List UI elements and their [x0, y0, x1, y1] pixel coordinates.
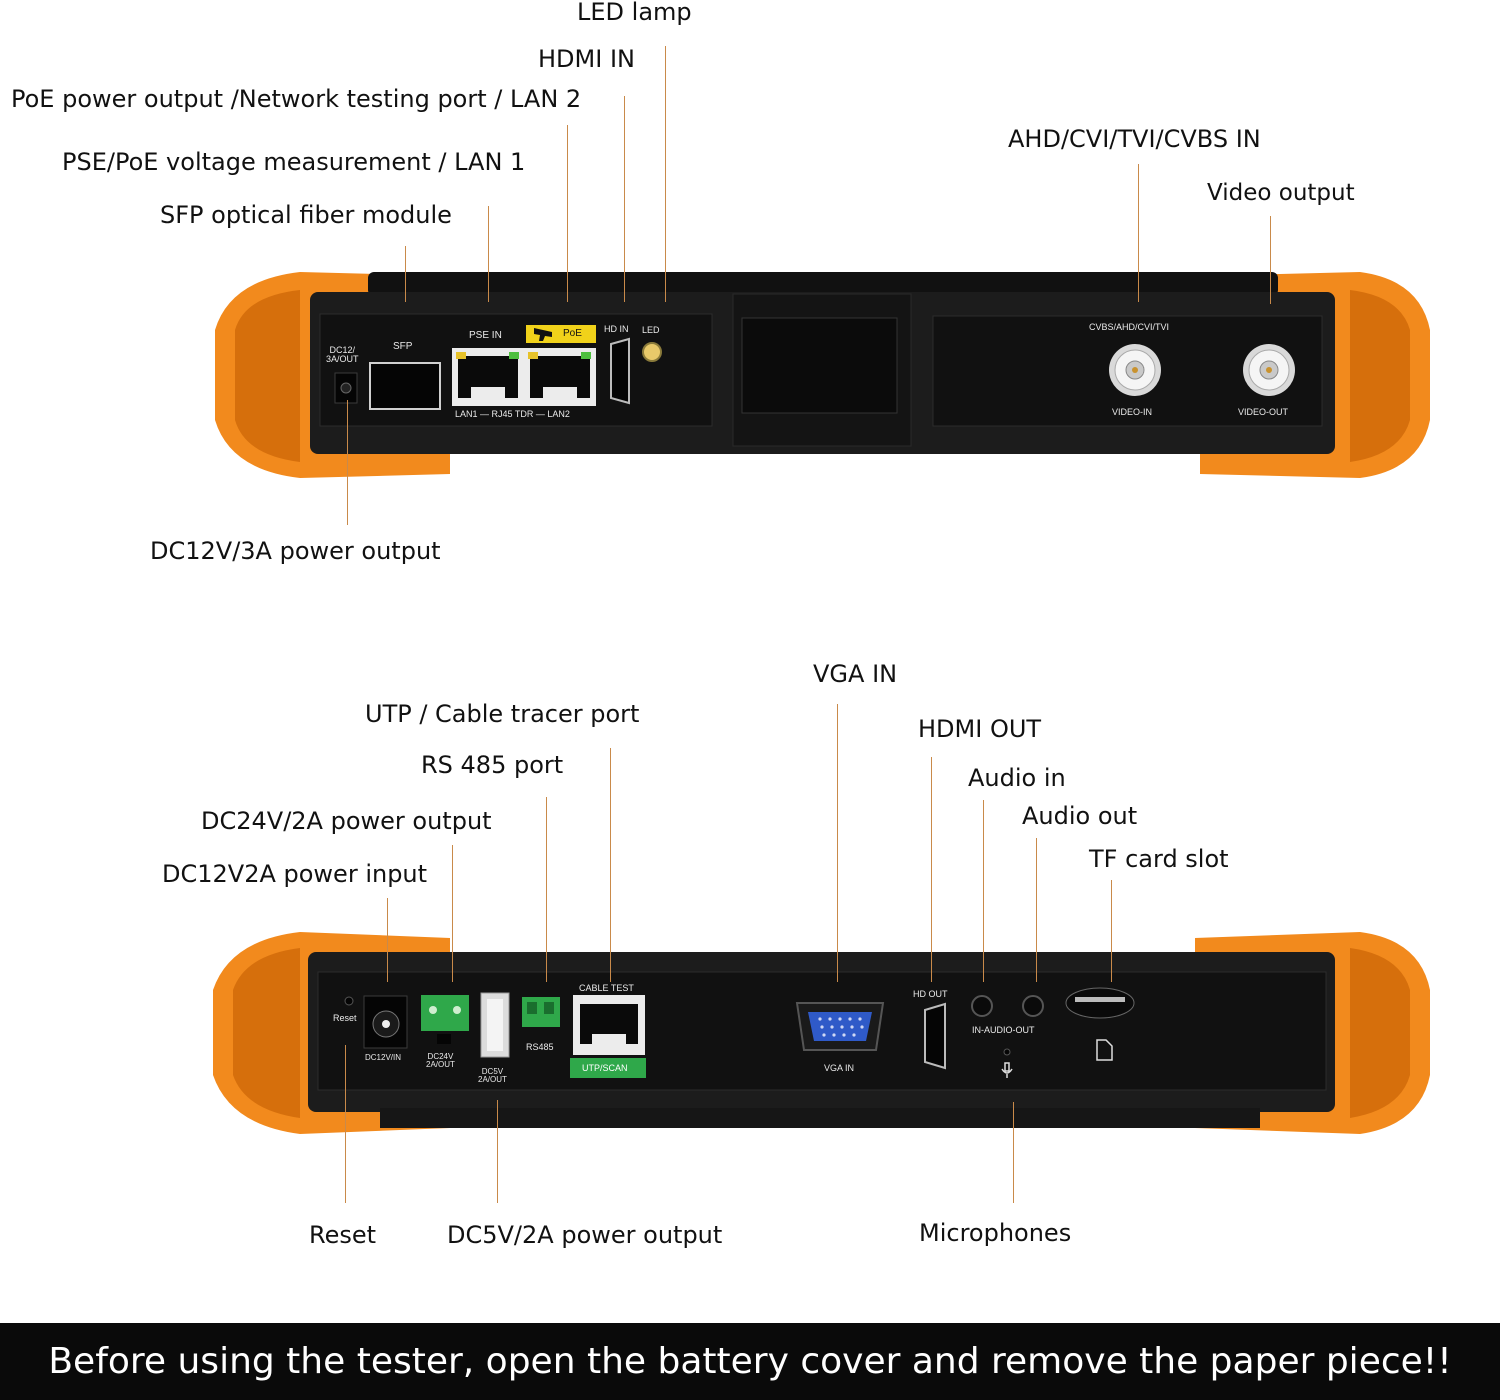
tf-card-slot [1065, 987, 1135, 1019]
device-drawings [213, 272, 1430, 1134]
panel-label-led: LED [642, 325, 660, 335]
callout-audio-out: Audio out [1022, 802, 1138, 830]
leader-dc24 [452, 845, 453, 982]
camera-icon [534, 328, 552, 341]
leader-dc12-in [387, 898, 388, 982]
callout-rs485: RS 485 port [421, 751, 564, 779]
leader-lan2 [567, 125, 568, 302]
bottom-device [213, 932, 1430, 1134]
sfp-slot [369, 362, 441, 410]
panel-label-reset: Reset [333, 1013, 357, 1023]
leader-mic [1013, 1102, 1014, 1203]
leader-dc5 [497, 1100, 498, 1203]
reset-hole [344, 996, 354, 1006]
leader-vga-in [837, 704, 838, 982]
panel-label-video-out: VIDEO-OUT [1238, 407, 1289, 417]
cable-test-port [570, 995, 646, 1078]
leader-audio-in [983, 800, 984, 982]
panel-label-hd-out: HD OUT [913, 989, 948, 999]
callout-mic: Microphones [919, 1219, 1072, 1247]
leader-lan1 [488, 206, 489, 302]
sd-card-icon [1096, 1039, 1113, 1061]
panel-label-cvbs: CVBS/AHD/CVI/TVI [1089, 322, 1170, 332]
rs485-terminal [522, 997, 560, 1027]
panel-label-hd-in: HD IN [604, 324, 629, 334]
vga-port [795, 1002, 885, 1051]
leader-tf [1111, 880, 1112, 982]
callout-audio-in: Audio in [968, 764, 1066, 792]
usb-port [480, 992, 510, 1058]
panel-label-dc12-out: DC12/ 3A/OUT [326, 345, 359, 365]
microphone-hole [1003, 1048, 1011, 1056]
panel-label-rs485: RS485 [526, 1042, 554, 1052]
hdmi-out-port [924, 1002, 946, 1070]
panel-label-poe: PoE [563, 328, 582, 339]
top-device [215, 272, 1430, 478]
warning-banner: Before using the tester, open the batter… [0, 1323, 1500, 1400]
callout-pse-lan1: PSE/PoE voltage measurement / LAN 1 [62, 148, 526, 176]
callout-reset: Reset [309, 1221, 377, 1249]
panel-label-sfp: SFP [393, 341, 413, 352]
panel-label-dc12vin: DC12V/IN [365, 1053, 402, 1062]
dc24-terminal [421, 995, 469, 1044]
leader-dc12-out [347, 400, 348, 525]
callout-tf: TF card slot [1089, 845, 1229, 873]
leader-video-out [1270, 216, 1271, 304]
leader-led-lamp [665, 46, 666, 302]
callout-dc5: DC5V/2A power output [447, 1221, 723, 1249]
video-in-bnc [1109, 344, 1161, 396]
led-lamp [642, 342, 662, 362]
callout-vga-in: VGA IN [813, 660, 898, 688]
lan1-port [452, 348, 524, 406]
panel-label-cable-test: CABLE TEST [579, 983, 634, 993]
dc12-in-jack [363, 995, 408, 1049]
leader-reset [345, 1045, 346, 1203]
panel-label-rj45: LAN1 — RJ45 TDR — LAN2 [455, 409, 570, 419]
warning-banner-text: Before using the tester, open the batter… [48, 1341, 1452, 1382]
panel-label-pse-in: PSE IN [469, 330, 502, 341]
callout-dc12-in: DC12V2A power input [162, 860, 428, 888]
callout-video-out: Video output [1207, 180, 1355, 206]
dc-output-jack [334, 372, 358, 404]
callout-utp: UTP / Cable tracer port [365, 700, 640, 728]
hdmi-in-port [610, 337, 630, 405]
leader-ahd-in [1138, 164, 1139, 302]
callout-sfp: SFP optical fiber module [160, 201, 452, 229]
panel-label-dc24: DC24V 2A/OUT [426, 1052, 455, 1070]
leader-utp [610, 748, 611, 982]
audio-in-jack [971, 995, 993, 1017]
panel-label-audio: IN-AUDIO-OUT [972, 1025, 1035, 1035]
panel-label-dc5: DC5V 2A/OUT [478, 1067, 507, 1085]
callout-dc24: DC24V/2A power output [201, 807, 492, 835]
panel-label-utp-scan: UTP/SCAN [582, 1063, 628, 1073]
video-out-bnc [1243, 344, 1295, 396]
panel-label-video-in: VIDEO-IN [1112, 407, 1153, 417]
leader-hdmi-out [931, 757, 932, 982]
lan2-port [524, 348, 596, 406]
leader-rs485 [546, 797, 547, 982]
leader-hdmi-in [624, 96, 625, 302]
leader-audio-out [1036, 838, 1037, 982]
leader-sfp [405, 246, 406, 302]
callout-ahd-in: AHD/CVI/TVI/CVBS IN [1008, 125, 1261, 153]
callout-poe-lan2: PoE power output /Network testing port /… [11, 85, 582, 113]
callout-dc12-out: DC12V/3A power output [150, 537, 441, 565]
callout-hdmi-out: HDMI OUT [918, 715, 1042, 743]
microphone-icon [1001, 1062, 1013, 1078]
callout-hdmi-in: HDMI IN [538, 45, 635, 73]
callout-led-lamp: LED lamp [577, 0, 692, 26]
panel-label-vga-in: VGA IN [824, 1063, 855, 1073]
audio-out-jack [1022, 995, 1044, 1017]
